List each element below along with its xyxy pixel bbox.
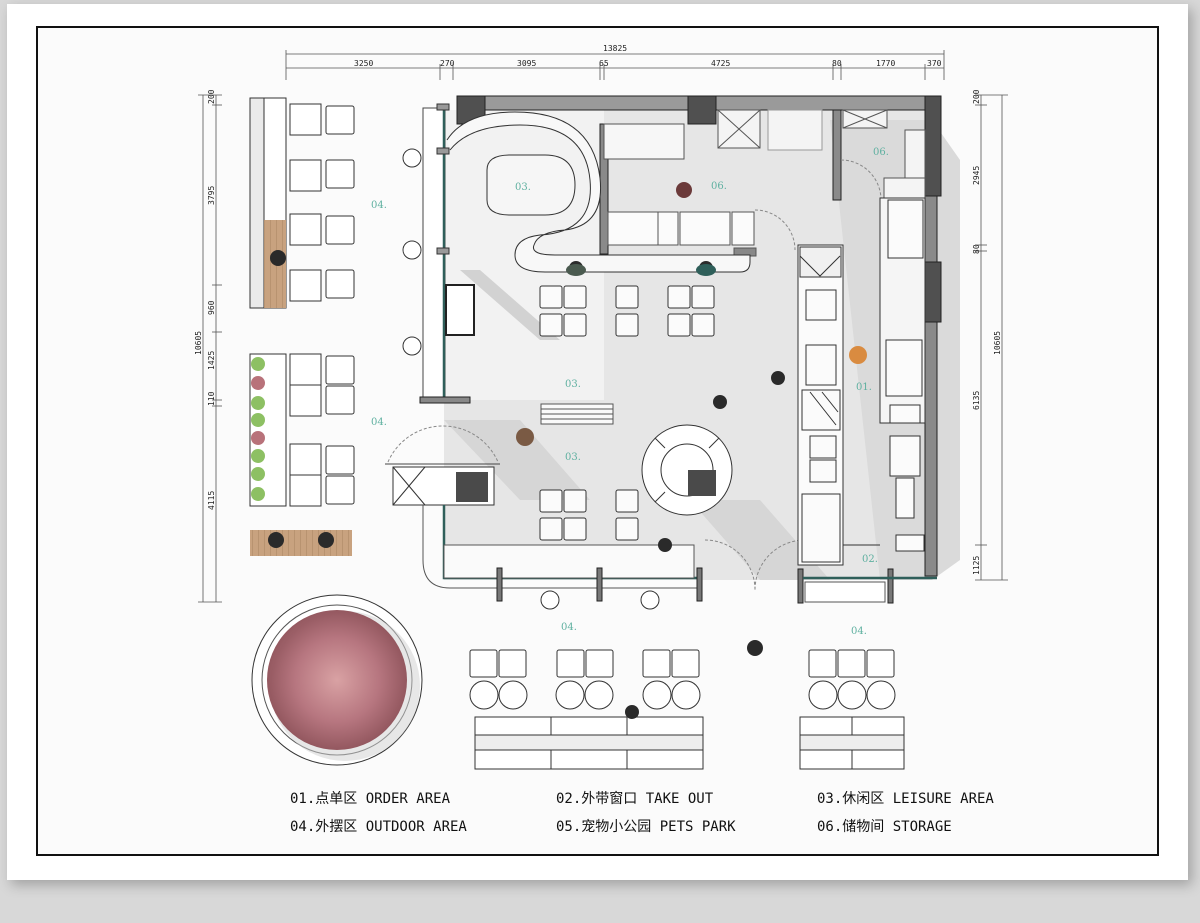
legend-outdoor-area: 04.外摆区 OUTDOOR AREA <box>290 819 467 835</box>
back-kitchen-line <box>843 197 926 552</box>
dim-right-5: 1125 <box>972 556 981 575</box>
dim-top-5: 4725 <box>711 59 730 68</box>
zone-label-01: 01. <box>856 382 872 393</box>
left-dimension-line <box>198 94 222 603</box>
dim-top-6: 80 <box>832 59 842 68</box>
left-facade <box>419 103 475 404</box>
dim-left-5: 110 <box>207 391 216 406</box>
outdoor-sofas-lower <box>289 353 355 507</box>
dim-right-1: 200 <box>972 89 981 104</box>
dim-left-4: 1425 <box>207 351 216 370</box>
zone-label-06-back: 06. <box>873 147 889 158</box>
outdoor-planter-lower <box>249 353 287 507</box>
leisure-seating <box>539 285 715 541</box>
storage-door-swing <box>754 209 796 251</box>
serpentine-bench <box>446 111 751 273</box>
dim-left-2: 3795 <box>207 186 216 205</box>
outdoor-seating-bottom <box>469 649 896 710</box>
zone-label-06-storage: 06. <box>711 181 727 192</box>
zone-label-04-left-upper: 04. <box>371 200 387 211</box>
dim-left-3: 960 <box>207 300 216 315</box>
dim-top-2: 270 <box>440 59 455 68</box>
outdoor-planter-benches-bottom <box>474 716 905 770</box>
storage-shelving <box>607 211 757 257</box>
dim-top-1: 3250 <box>354 59 373 68</box>
dim-left-total: 10605 <box>194 331 203 355</box>
outer-curb <box>422 505 700 589</box>
dim-right-4: 6135 <box>972 391 981 410</box>
dim-top-3: 3095 <box>517 59 536 68</box>
dim-right-3: 80 <box>972 244 981 254</box>
dim-right-total: 10605 <box>993 331 1002 355</box>
zone-label-03-lower: 03. <box>565 452 581 463</box>
outdoor-armchairs-upper <box>289 103 355 302</box>
dim-left-6: 4115 <box>207 491 216 510</box>
zone-label-04-left-lower: 04. <box>371 417 387 428</box>
window-bar-counter <box>443 544 695 579</box>
dim-top-total: 13825 <box>603 44 627 53</box>
legend-pets-park: 05.宠物小公园 PETS PARK <box>556 819 736 835</box>
legend-leisure-area: 03.休闲区 LEISURE AREA <box>817 791 994 807</box>
bench-island <box>486 154 576 216</box>
storage-door-swing-2 <box>840 159 882 201</box>
dim-top-7: 1770 <box>876 59 895 68</box>
facade-bollards <box>402 148 422 356</box>
round-planter <box>641 424 733 516</box>
takeout-window <box>797 568 937 604</box>
dim-top-8: 370 <box>927 59 942 68</box>
legend-take-out: 02.外带窗口 TAKE OUT <box>556 791 714 807</box>
zone-label-04-bottom-left: 04. <box>561 622 577 633</box>
outdoor-stool <box>640 590 660 610</box>
outdoor-wood-bench <box>250 530 352 556</box>
zone-label-02: 02. <box>862 554 878 565</box>
right-dimension-line <box>975 94 1008 581</box>
exterior-wall-right <box>924 195 942 577</box>
zone-label-03-bench: 03. <box>515 182 531 193</box>
order-counter <box>797 244 844 566</box>
dim-top-4: 65 <box>599 59 609 68</box>
tree-planter <box>251 594 423 766</box>
dim-right-2: 2945 <box>972 166 981 185</box>
legend-order-area: 01.点单区 ORDER AREA <box>290 791 451 807</box>
entry-counter <box>392 466 495 506</box>
leisure-bench <box>540 403 614 425</box>
zone-label-04-bottom-right: 04. <box>851 626 867 637</box>
zone-label-03-center: 03. <box>565 379 581 390</box>
outdoor-stool <box>540 590 560 610</box>
legend-storage: 06.储物间 STORAGE <box>817 819 952 835</box>
storage-partition <box>599 109 926 255</box>
people <box>268 182 867 719</box>
dim-left-1: 200 <box>207 89 216 104</box>
outdoor-planter-bench-upper <box>249 97 287 309</box>
top-dimension-line <box>285 50 945 80</box>
window-mullions <box>496 567 703 602</box>
